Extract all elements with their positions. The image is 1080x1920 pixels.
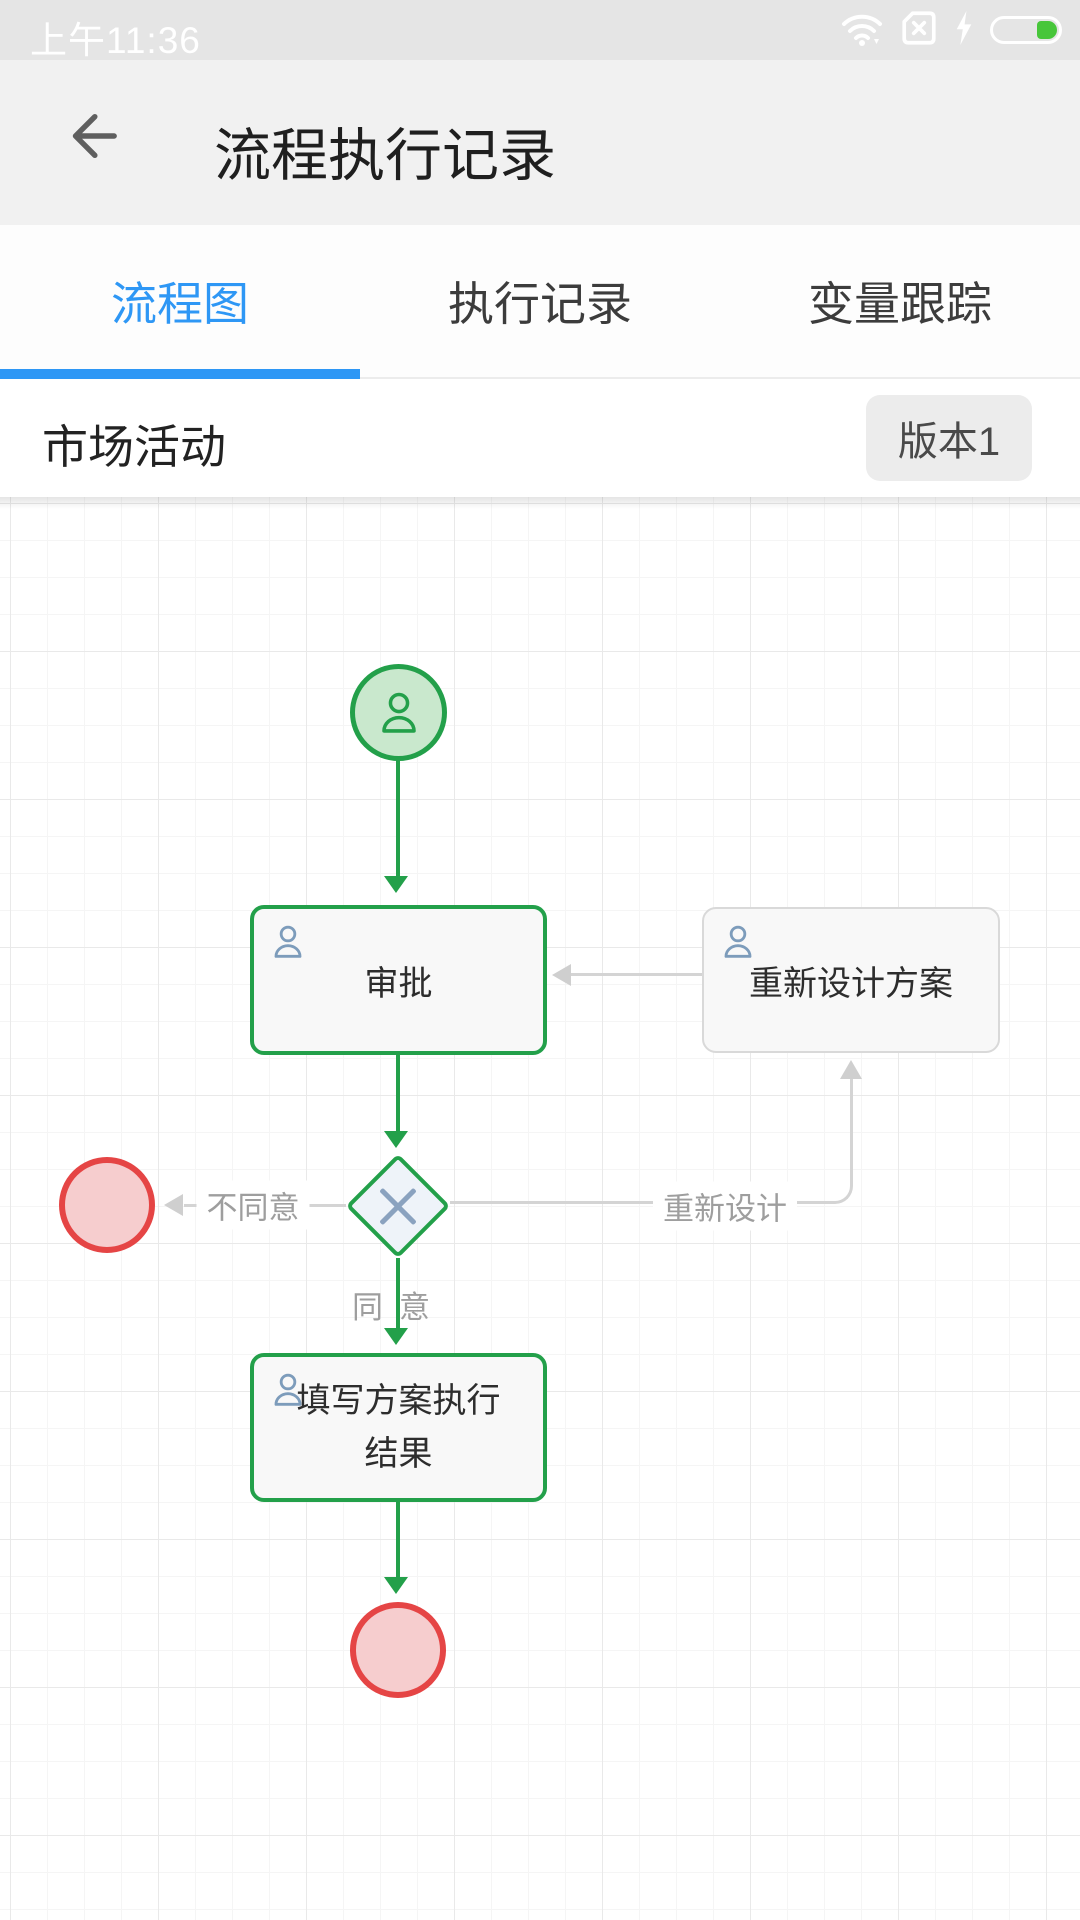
status-icons <box>840 0 1062 60</box>
edge-redesign-to-approve <box>570 973 702 976</box>
node-approve-task[interactable]: 审批 <box>250 905 547 1055</box>
node-end-event-disagree[interactable] <box>59 1157 155 1253</box>
clock: 上午11:36 <box>30 20 201 61</box>
app-header: 流程执行记录 <box>0 60 1080 225</box>
flowchart-canvas[interactable]: 审批 重新设计方案 不同意 重新设计 <box>0 497 1080 1920</box>
toolbar-shadow <box>0 497 1080 509</box>
battery-icon <box>990 16 1062 44</box>
edge-label-disagree: 不同意 <box>196 1180 310 1230</box>
edge-label-redesign: 重新设计 <box>653 1181 797 1231</box>
tab-execution-record[interactable]: 执行记录 <box>360 225 720 377</box>
page-title: 流程执行记录 <box>214 124 556 188</box>
active-tab-indicator <box>0 369 360 379</box>
edge-start-to-approve-arrowhead <box>384 876 408 893</box>
edge-fill-result-to-end-arrowhead <box>384 1577 408 1594</box>
status-bar: 上午11:36 <box>0 0 1080 61</box>
tab-flowchart[interactable]: 流程图 <box>0 225 360 379</box>
node-redesign-label: 重新设计方案 <box>749 964 953 1003</box>
node-redesign-task[interactable]: 重新设计方案 <box>702 907 1000 1053</box>
battery-level-fill <box>1037 21 1057 39</box>
edge-start-to-approve <box>396 760 400 876</box>
wifi-icon <box>840 10 884 51</box>
tab-execution-record-label: 执行记录 <box>448 278 632 330</box>
edge-gateway-to-end-disagree-arrowhead <box>164 1194 183 1216</box>
edge-gateway-to-redesign-arrowhead <box>840 1060 862 1079</box>
process-name: 市场活动 <box>42 421 226 473</box>
edge-redesign-to-approve-arrowhead <box>552 964 571 986</box>
edge-label-agree: 同意 <box>352 1290 446 1325</box>
node-end-event[interactable] <box>350 1602 446 1698</box>
back-button[interactable] <box>52 98 128 174</box>
node-start-event[interactable] <box>350 664 447 761</box>
node-approve-label: 审批 <box>364 964 433 1003</box>
edge-fill-result-to-end <box>396 1502 400 1577</box>
node-fill-result-task[interactable]: 填写方案执行结果 <box>250 1353 547 1502</box>
edge-gateway-to-fill-result <box>396 1258 400 1328</box>
edge-gateway-to-redesign <box>450 1078 853 1204</box>
person-icon <box>274 1373 302 1406</box>
sim-missing-icon <box>900 9 938 52</box>
tab-variable-tracking[interactable]: 变量跟踪 <box>720 225 1080 377</box>
person-icon <box>724 925 752 958</box>
tab-variable-tracking-label: 变量跟踪 <box>808 278 992 330</box>
person-icon <box>274 925 302 958</box>
edge-gateway-to-fill-result-arrowhead <box>384 1328 408 1345</box>
node-fill-result-label: 填写方案执行结果 <box>296 1381 501 1473</box>
edge-approve-to-gateway-arrowhead <box>384 1131 408 1148</box>
process-info-row: 市场活动 版本1 <box>0 379 1080 497</box>
tab-flowchart-label: 流程图 <box>111 278 249 330</box>
person-icon <box>381 692 416 733</box>
charging-icon <box>954 10 974 50</box>
version-button[interactable]: 版本1 <box>866 395 1032 481</box>
tab-bar: 流程图 执行记录 变量跟踪 <box>0 225 1080 379</box>
edge-approve-to-gateway <box>396 1055 400 1131</box>
